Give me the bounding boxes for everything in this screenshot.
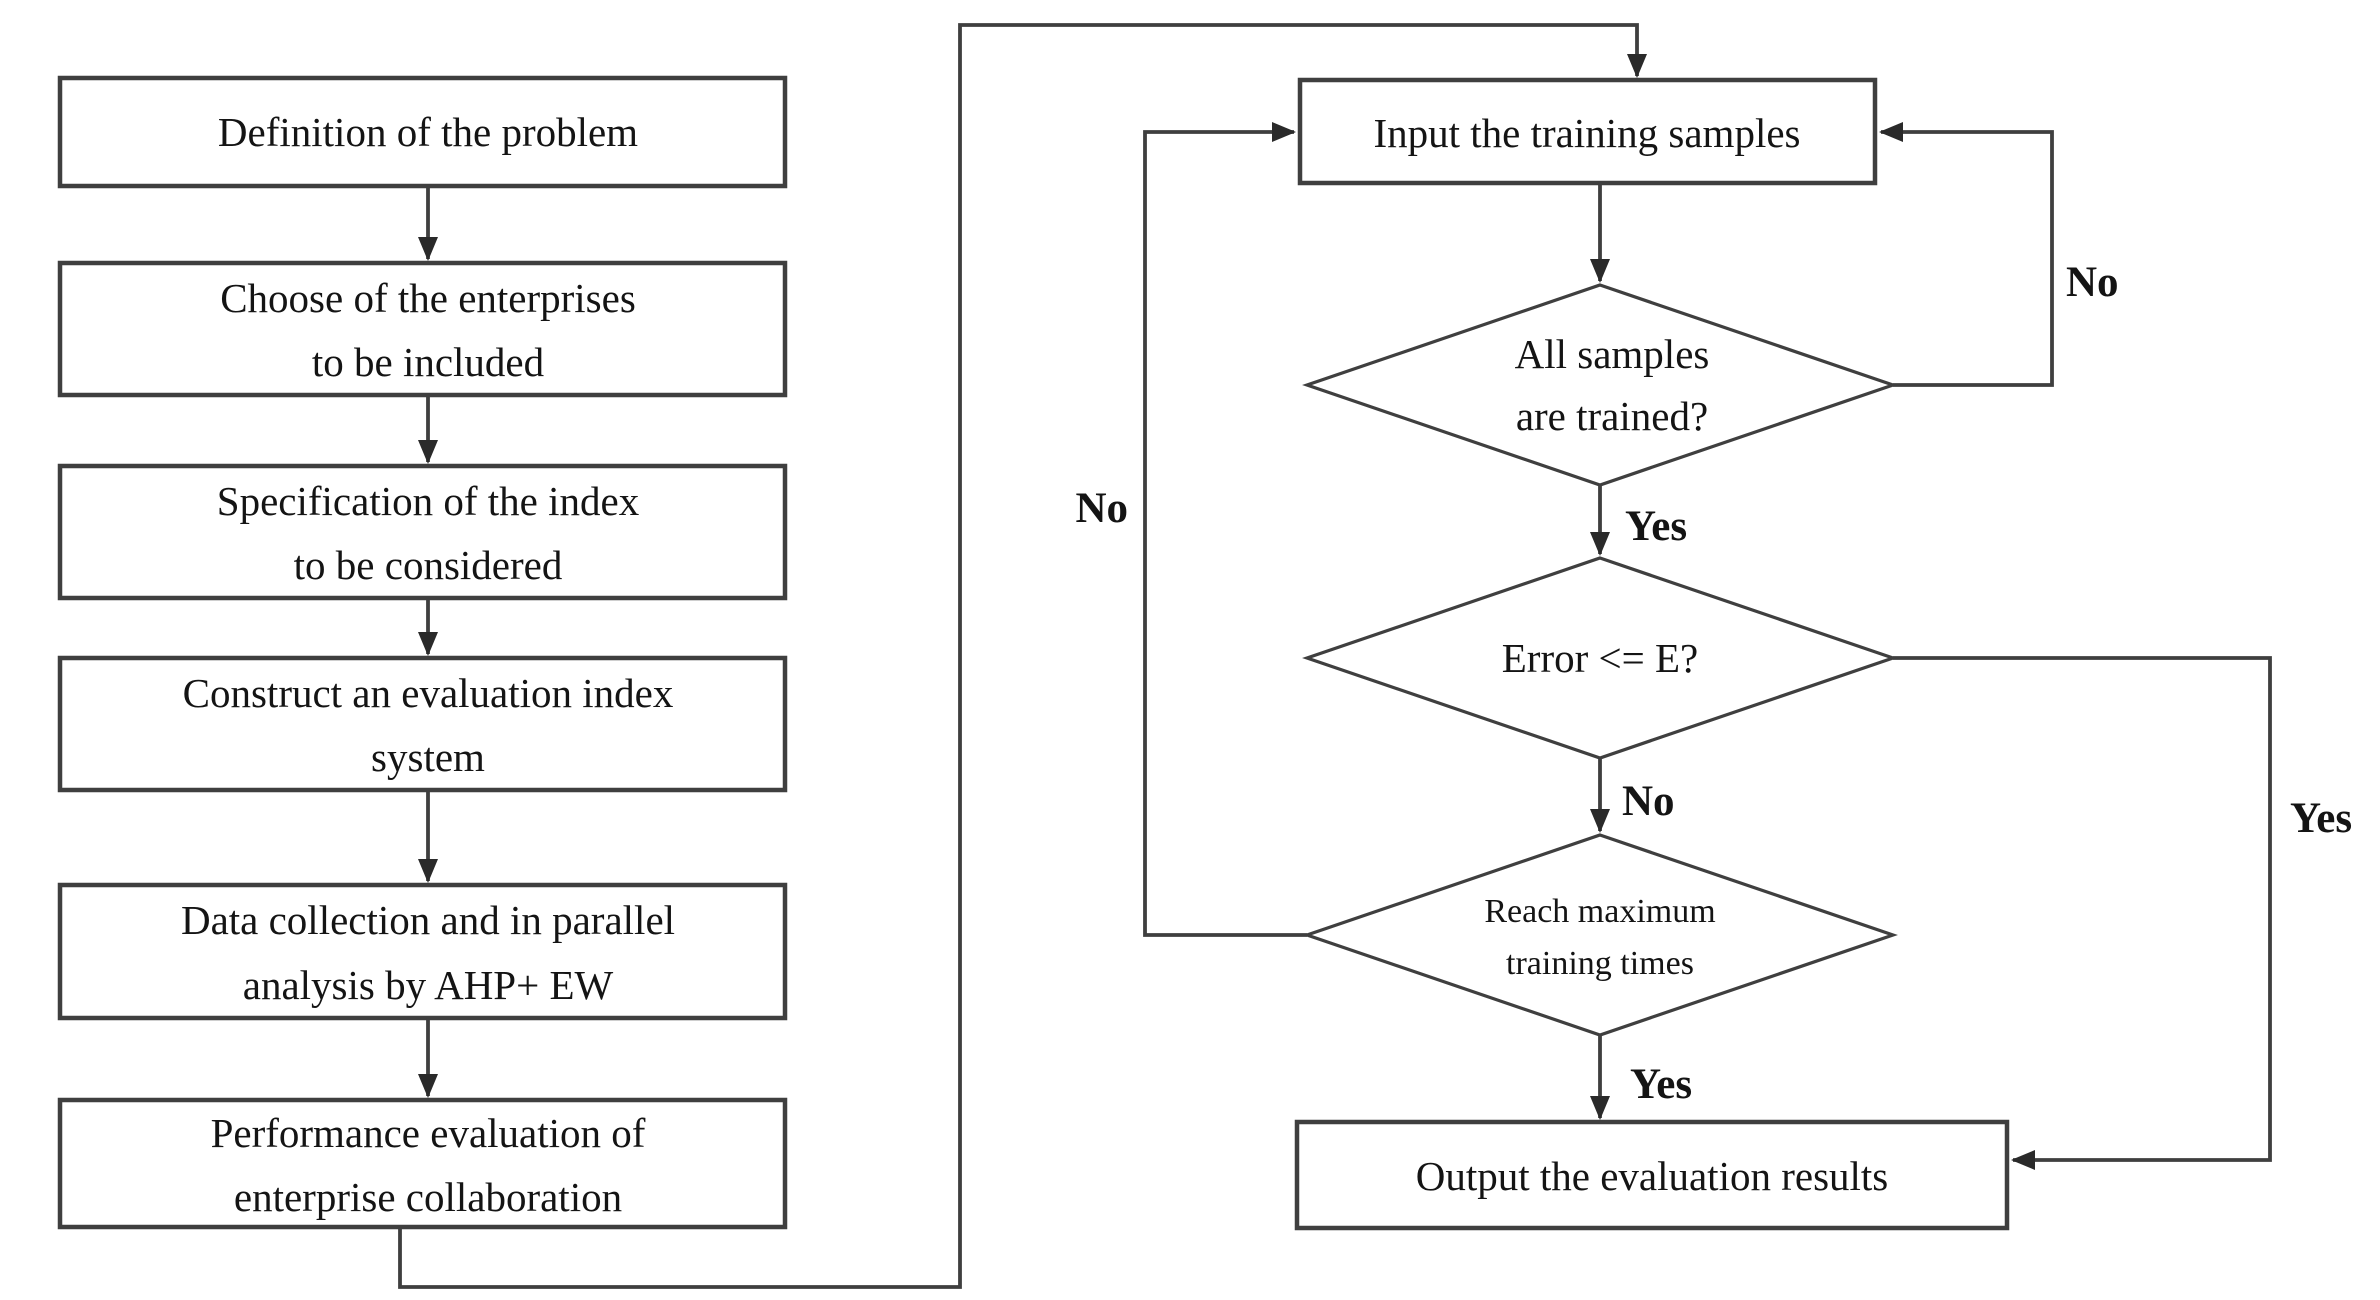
process-performance-evaluation: Performance evaluation of enterprise col…	[57, 1097, 788, 1230]
edge-max-times-no-loop	[1143, 122, 1307, 937]
label-max-times-no: No	[1075, 485, 1128, 532]
process-box	[57, 655, 788, 793]
decision-label-line2: training times	[1506, 945, 1694, 982]
process-data-collection: Data collection and in parallel analysis…	[57, 882, 788, 1021]
label-all-samples-no: No	[2066, 259, 2119, 306]
process-label-line1: Performance evaluation of	[211, 1110, 646, 1156]
decision-label-line1: All samples	[1515, 331, 1710, 377]
process-box	[57, 260, 788, 398]
process-box	[57, 882, 788, 1021]
process-label: Input the training samples	[1374, 110, 1801, 156]
process-specification-index: Specification of the index to be conside…	[57, 463, 788, 601]
process-box	[1294, 1119, 2010, 1231]
process-construct-system: Construct an evaluation index system	[57, 655, 788, 793]
decision-label: Error <= E?	[1502, 635, 1699, 681]
decision-diamond	[1302, 283, 1898, 487]
decision-label-line2: are trained?	[1516, 393, 1708, 439]
decision-error-threshold: Error <= E?	[1302, 556, 1898, 760]
edge-performance-to-input-loop	[398, 23, 1647, 1289]
process-label-line2: enterprise collaboration	[234, 1174, 622, 1220]
process-label-line1: Construct an evaluation index	[183, 670, 674, 716]
edge-error-yes-to-output	[1893, 656, 2272, 1170]
process-label-line2: analysis by AHP+ EW	[243, 962, 614, 1008]
process-choose-enterprises: Choose of the enterprises to be included	[57, 260, 788, 398]
process-label-line2: system	[371, 734, 485, 780]
process-label-line1: Choose of the enterprises	[220, 275, 636, 321]
process-input-training-samples: Input the training samples	[1297, 77, 1878, 186]
process-label: Output the evaluation results	[1416, 1153, 1889, 1199]
decision-max-training-times: Reach maximum training times	[1302, 833, 1898, 1037]
process-output-results: Output the evaluation results	[1294, 1119, 2010, 1231]
process-box	[1297, 77, 1878, 186]
process-definition-problem: Definition of the problem	[57, 75, 788, 189]
process-label-line1: Specification of the index	[217, 478, 639, 524]
label-max-times-yes: Yes	[1630, 1061, 1692, 1108]
decision-label-line1: Reach maximum	[1484, 893, 1715, 930]
process-box	[57, 463, 788, 601]
edge-all-samples-no-loop	[1879, 122, 2054, 387]
process-label: Definition of the problem	[218, 109, 638, 155]
process-label-line1: Data collection and in parallel	[181, 897, 675, 943]
label-all-samples-yes: Yes	[1625, 503, 1687, 550]
process-label-line2: to be considered	[294, 542, 563, 588]
label-error-no: No	[1622, 778, 1675, 825]
label-error-yes: Yes	[2290, 795, 2352, 842]
decision-diamond	[1302, 833, 1898, 1037]
process-box	[57, 75, 788, 189]
decision-all-samples-trained: All samples are trained?	[1302, 283, 1898, 487]
process-label-line2: to be included	[312, 339, 544, 385]
process-box	[57, 1097, 788, 1230]
